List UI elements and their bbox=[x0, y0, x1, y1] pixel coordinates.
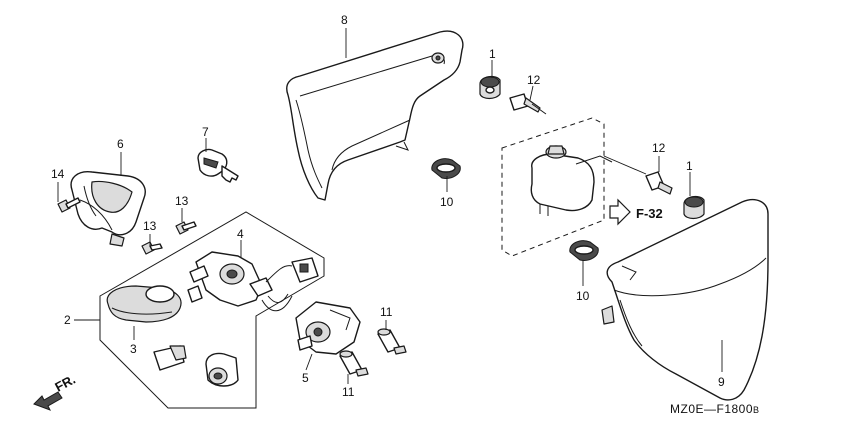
callout-13-lower: 13 bbox=[143, 219, 157, 233]
callout-6: 6 bbox=[117, 137, 124, 151]
cap-piece-round bbox=[205, 352, 239, 387]
seat-lock-switch bbox=[295, 301, 361, 355]
bolt-14 bbox=[57, 197, 81, 213]
drawing-code: MZ0E—F1800B bbox=[670, 402, 760, 416]
cap-piece-small bbox=[153, 345, 187, 371]
damper-1-upper bbox=[479, 75, 501, 100]
front-label: FR. bbox=[52, 372, 78, 395]
callout-10-upper: 10 bbox=[440, 195, 454, 209]
front-direction-indicator: FR. bbox=[33, 372, 78, 411]
callout-13-upper: 13 bbox=[175, 194, 189, 208]
callout-1-right: 1 bbox=[686, 159, 693, 173]
ignition-switch bbox=[187, 251, 319, 312]
drawing-code-main: MZ0E—F1800 bbox=[670, 402, 753, 416]
callout-12-upper: 12 bbox=[527, 73, 541, 87]
key bbox=[197, 148, 239, 183]
callout-11-upper: 11 bbox=[380, 305, 393, 319]
left-side-cover bbox=[286, 30, 464, 201]
f32-reference: F-32 bbox=[609, 198, 663, 226]
drawing-code-suffix: B bbox=[753, 405, 760, 415]
collar-11-upper bbox=[377, 328, 407, 355]
reservoir-subassembly bbox=[501, 117, 647, 257]
callout-2: 2 bbox=[64, 313, 71, 327]
ignition-switch-cover bbox=[70, 171, 146, 247]
screw-13-upper bbox=[175, 221, 197, 235]
ignition-cap bbox=[106, 285, 182, 323]
callout-1-upper: 1 bbox=[489, 47, 496, 61]
callout-3: 3 bbox=[130, 342, 137, 356]
right-side-cover bbox=[601, 198, 769, 401]
callout-11-lower: 11 bbox=[342, 385, 355, 399]
callout-9: 9 bbox=[718, 375, 725, 389]
clip-12-right bbox=[645, 171, 673, 195]
callout-12-right: 12 bbox=[652, 141, 666, 155]
callout-7: 7 bbox=[202, 125, 209, 139]
collar-11-lower bbox=[339, 350, 369, 377]
damper-1-right bbox=[683, 195, 705, 220]
callout-10-lower: 10 bbox=[576, 289, 590, 303]
screw-13-lower bbox=[141, 241, 163, 255]
callout-5: 5 bbox=[302, 371, 309, 385]
f32-label: F-32 bbox=[636, 206, 663, 221]
clip-12-upper bbox=[509, 93, 547, 115]
callout-8: 8 bbox=[341, 13, 348, 27]
leader-lines bbox=[57, 28, 723, 384]
callout-14: 14 bbox=[51, 167, 65, 181]
svg-text:MZ0E—F1800B: MZ0E—F1800B bbox=[670, 402, 760, 416]
grommet-10-upper bbox=[431, 158, 461, 179]
assembly-group-frame bbox=[99, 211, 325, 409]
callout-4: 4 bbox=[237, 227, 244, 241]
callout-labels: 8 1 12 6 7 14 13 13 4 2 3 5 11 11 10 10 … bbox=[51, 13, 725, 399]
grommet-10-lower bbox=[569, 240, 599, 261]
